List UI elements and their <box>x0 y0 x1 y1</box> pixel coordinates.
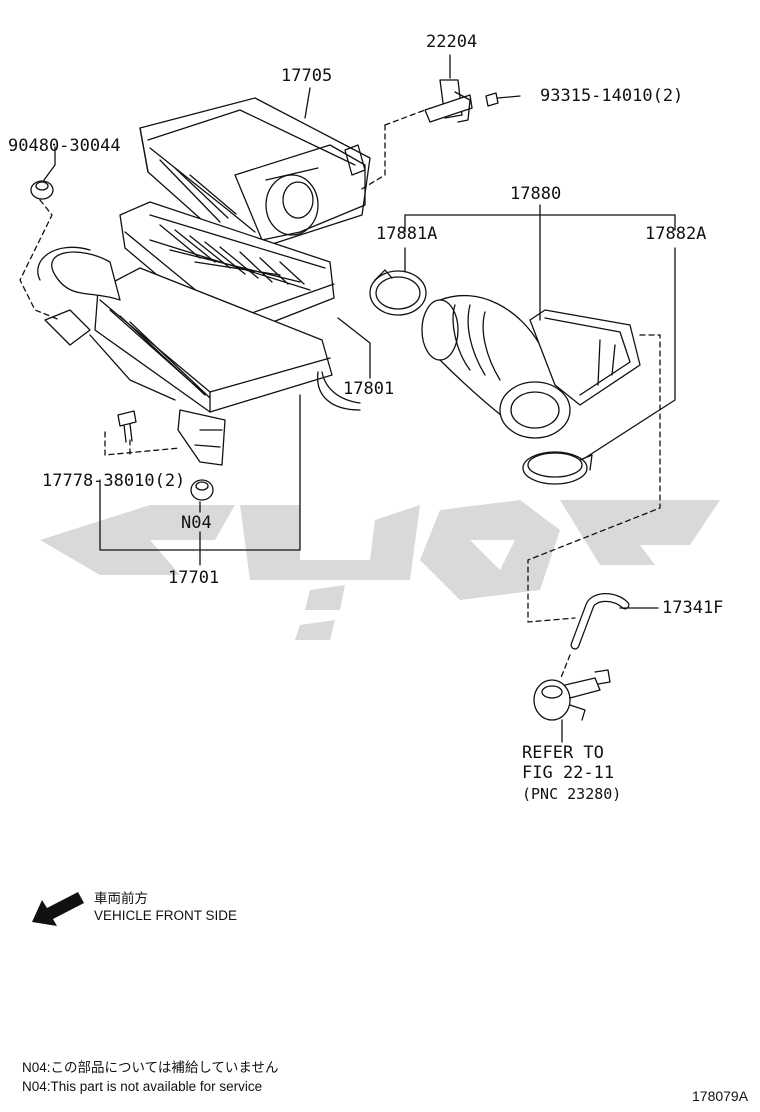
part-label-17705[interactable]: 17705 <box>281 66 333 86</box>
grommet-n04 <box>190 479 214 501</box>
part-label-93315[interactable]: 93315-14010(2) <box>540 86 684 106</box>
direction-label-en: VEHICLE FRONT SIDE <box>94 908 238 923</box>
ventilation-hose <box>570 593 630 650</box>
part-label-17701[interactable]: 17701 <box>168 568 220 588</box>
footnote-en: N04:This part is not available for servi… <box>22 1079 263 1094</box>
part-label-17882a[interactable]: 17882A <box>645 224 707 244</box>
grommet-90480 <box>30 180 54 200</box>
reference-line-1[interactable]: REFER TO <box>522 743 604 763</box>
dashed-assembly-lines <box>19 109 661 681</box>
mass-air-flow-sensor <box>424 79 473 123</box>
leader-lines <box>43 54 676 743</box>
part-label-17880[interactable]: 17880 <box>510 184 562 204</box>
figure-code: 178079A <box>692 1088 749 1104</box>
part-label-n04[interactable]: N04 <box>181 513 212 533</box>
hose-clamp-17881a <box>369 269 427 316</box>
footnote-jp: N04:この部品については補給していません <box>22 1060 279 1075</box>
part-label-90480[interactable]: 90480-30044 <box>8 136 121 156</box>
pcv-valve <box>533 669 611 721</box>
screw-93315 <box>485 92 521 107</box>
part-label-17778[interactable]: 17778-38010(2) <box>42 471 186 491</box>
reference-line-2[interactable]: FIG 22-11 <box>522 763 615 783</box>
reference-line-3: (PNC 23280) <box>522 785 622 803</box>
part-label-17341f[interactable]: 17341F <box>662 598 724 618</box>
intake-hose <box>421 295 641 439</box>
arrow-front-left-icon <box>32 892 84 926</box>
part-label-17801[interactable]: 17801 <box>343 379 395 399</box>
air-filter-element <box>119 201 335 339</box>
air-cleaner-cap <box>139 97 371 249</box>
direction-label-jp: 車両前方 <box>94 891 148 906</box>
part-label-17881a[interactable]: 17881A <box>376 224 438 244</box>
hose-clamp-17882a <box>522 451 593 485</box>
bolt-17778 <box>117 410 137 443</box>
air-cleaner-case <box>37 246 361 466</box>
part-label-22204[interactable]: 22204 <box>426 32 478 52</box>
watermark-logo <box>40 500 720 640</box>
